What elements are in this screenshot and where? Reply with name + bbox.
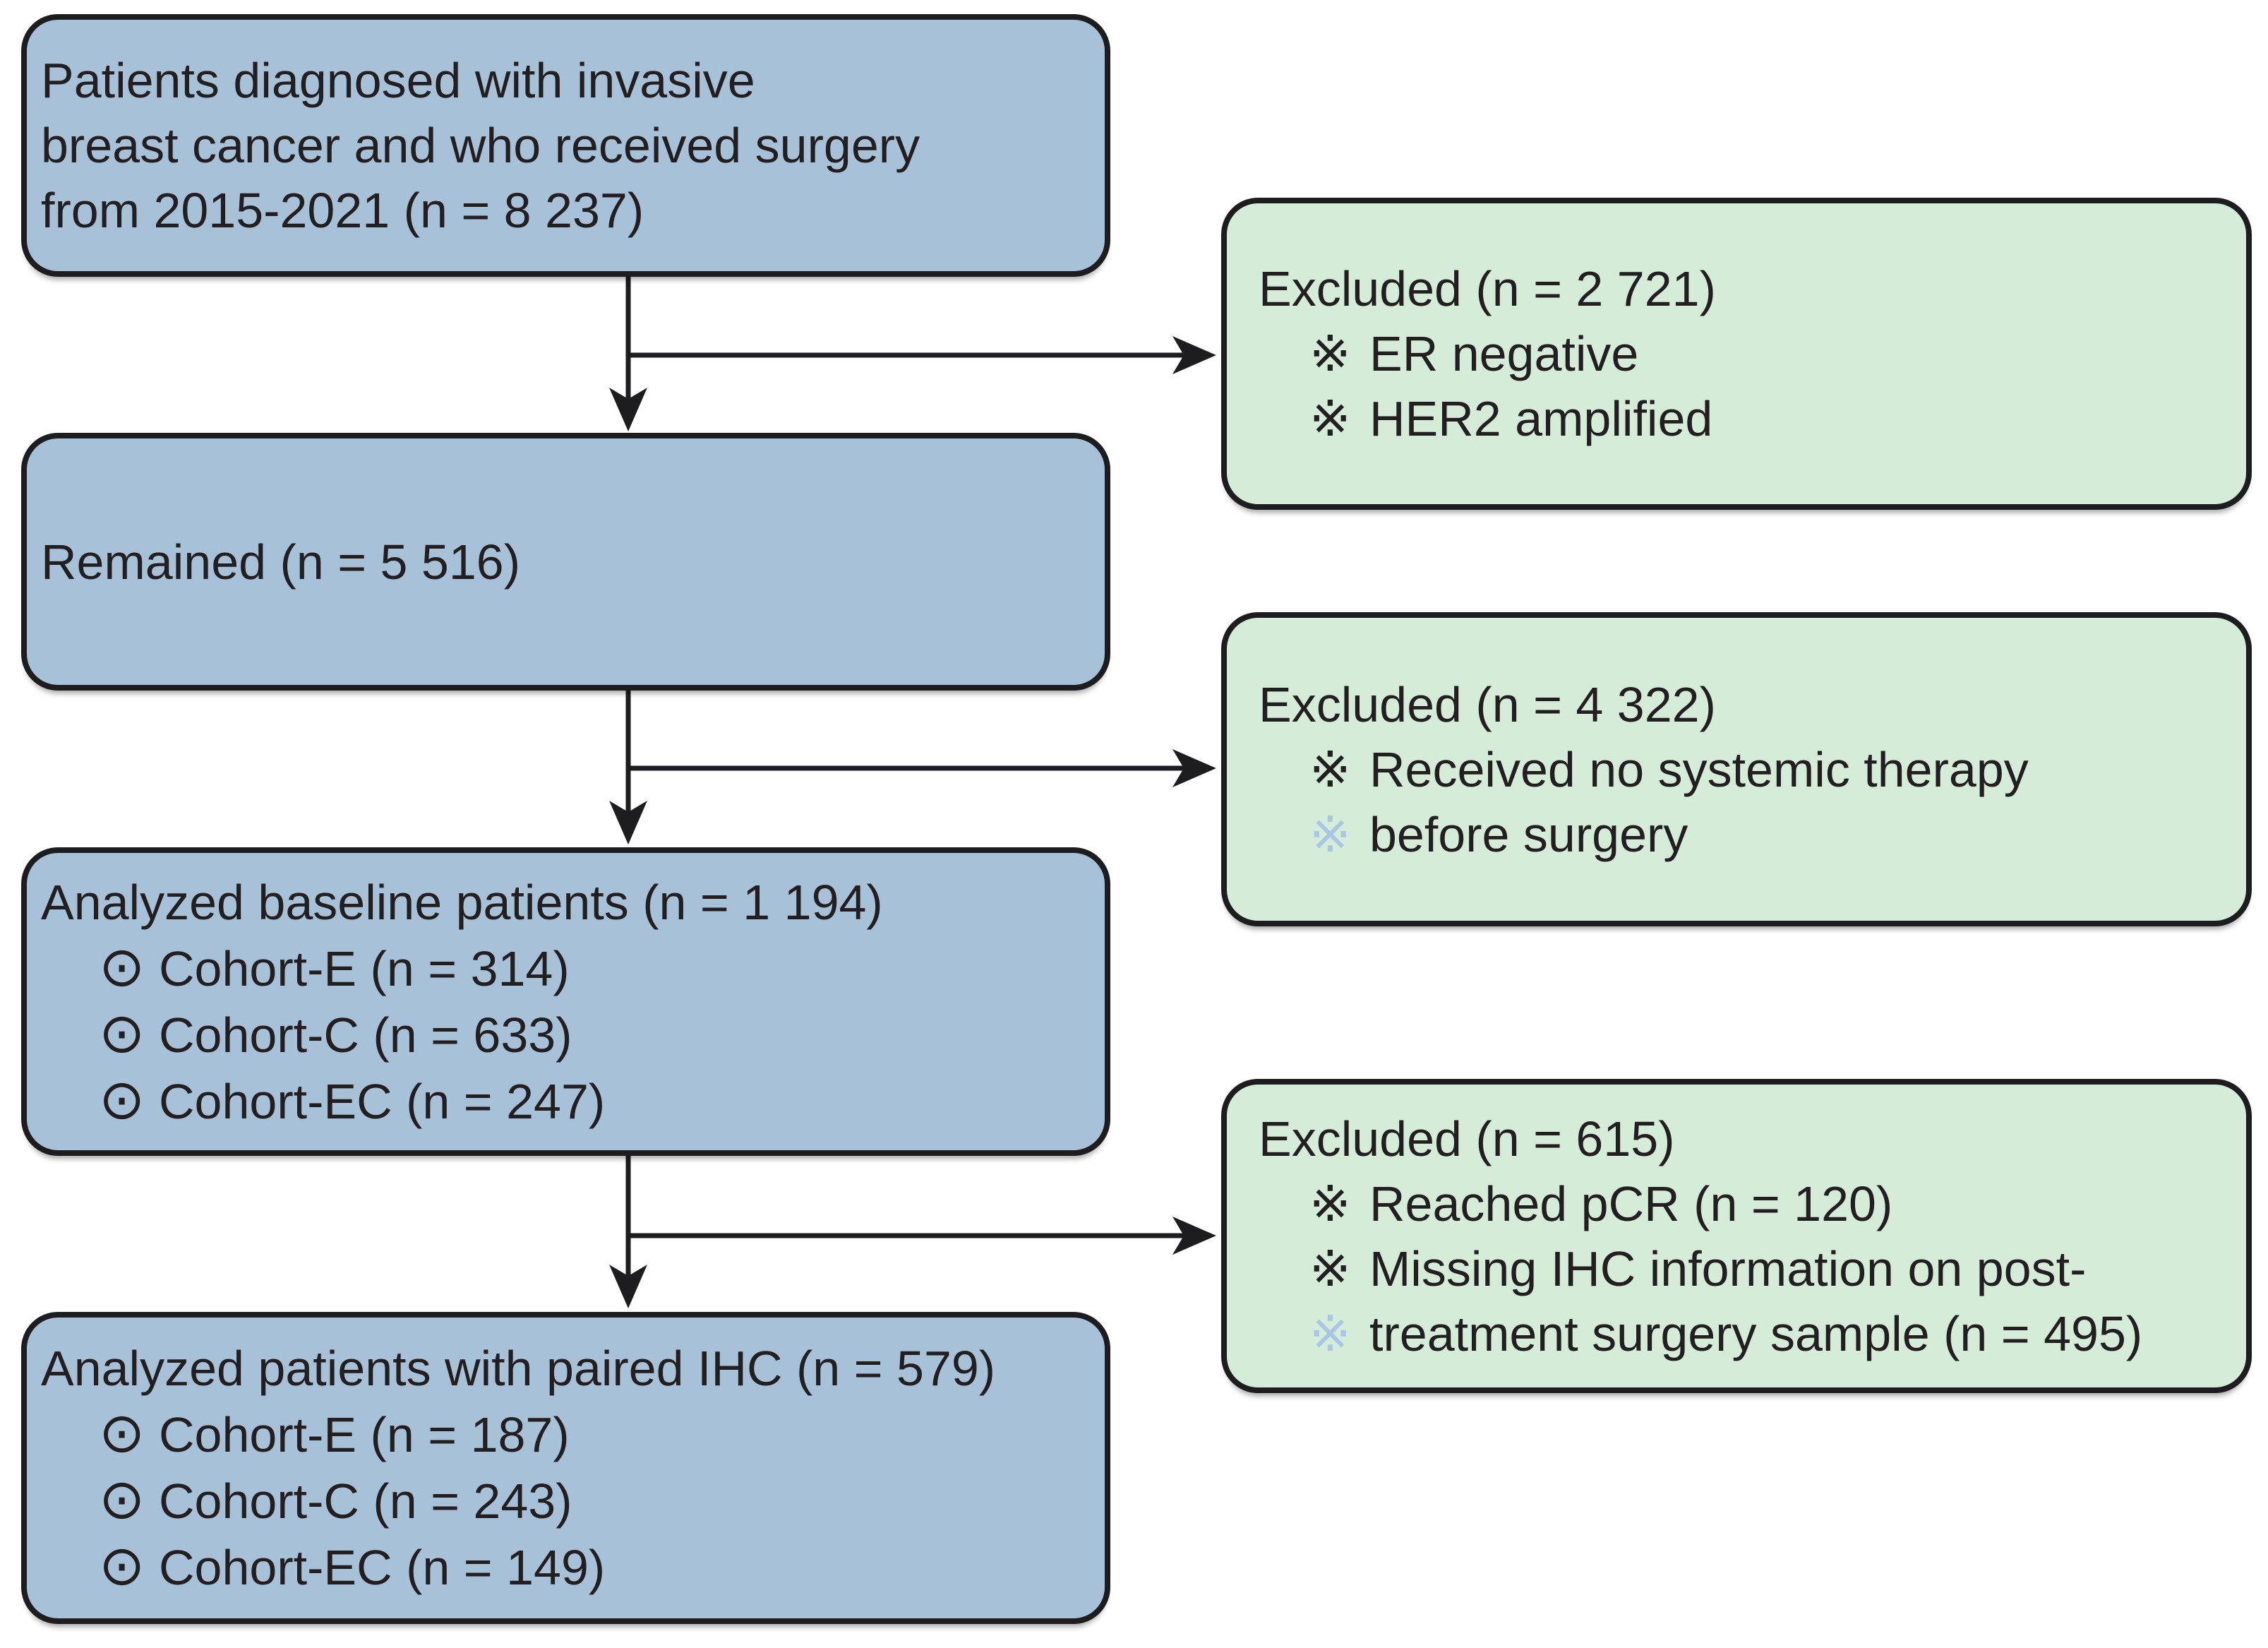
exclusion-item: ※ ER negative [1259,321,2246,386]
exclusion-item-label: before surgery [1369,806,1688,862]
flow-box-excluded-1: Excluded (n = 2 721) ※ ER negative ※ HER2 … [1221,198,2252,510]
reference-mark-icon: ※ [1309,1304,1351,1363]
cohort-item-label: Cohort-EC (n = 247) [159,1073,606,1129]
reference-mark-icon: ※ [1309,1239,1351,1298]
exclusion-item-label: ER negative [1369,326,1639,381]
box-heading: Analyzed baseline patients (n = 1 194) [41,874,883,930]
cohort-item-label: Cohort-E (n = 314) [159,941,570,996]
flow-box-excluded-3: Excluded (n = 615) ※ Reached pCR (n = 120… [1221,1079,2252,1393]
arrow-right-3 [628,1217,1216,1255]
cohort-item: ⊙ Cohort-E (n = 314) [41,935,1105,1001]
reference-mark-icon: ※ [1309,1174,1351,1233]
circled-dot-icon: ⊙ [99,1068,145,1132]
circled-dot-icon: ⊙ [99,1534,145,1598]
cohort-item: ⊙ Cohort-C (n = 243) [41,1467,1105,1534]
reference-mark-icon: ※ [1309,805,1351,864]
exclusion-item: ※ before surgery [1259,802,2246,867]
cohort-item: ⊙ Cohort-EC (n = 149) [41,1534,1105,1600]
flow-box-analyzed-paired: Analyzed patients with paired IHC (n = 5… [21,1312,1110,1624]
box-text-line: from 2015-2021 (n = 8 237) [41,183,644,238]
cohort-item: ⊙Cohort-C (n = 633) [41,1001,1105,1068]
flow-box-eligible: Patients diagnosed with invasive breast … [21,14,1110,277]
exclusion-item: ※ Missing IHC information on post- [1259,1236,2246,1301]
box-text-line: Remained (n = 5 516) [41,534,521,590]
exclusion-item-label: treatment surgery sample (n = 495) [1369,1306,2143,1361]
cohort-item-label: Cohort-C (n = 243) [159,1474,572,1529]
exclusion-item: ※ treatment surgery sample (n = 495) [1259,1301,2246,1366]
arrow-down-3 [609,1156,647,1308]
cohort-item: ⊙Cohort-EC (n = 247) [41,1068,1105,1134]
circled-dot-icon: ⊙ [99,1001,145,1065]
exclusion-item: ※ Reached pCR (n = 120) [1259,1171,2246,1236]
circled-dot-icon: ⊙ [99,935,145,999]
box-heading: Excluded (n = 615) [1259,1111,1675,1166]
box-text-line: Patients diagnosed with invasive [41,53,755,108]
cohort-item: ⊙ Cohort-E (n = 187) [41,1401,1105,1467]
box-text-line: breast cancer and who received surgery [41,118,920,173]
reference-mark-icon: ※ [1309,325,1351,383]
arrow-right-1 [628,336,1216,374]
flow-box-remained: Remained (n = 5 516) [21,433,1110,691]
circled-dot-icon: ⊙ [99,1468,145,1531]
exclusion-item: ※ HER2 amplified [1259,386,2246,451]
exclusion-item-label: Received no systemic therapy [1369,741,2029,797]
reference-mark-icon: ※ [1309,740,1351,799]
cohort-item-label: Cohort-EC (n = 149) [159,1540,606,1595]
exclusion-item: ※ Received no systemic therapy [1259,737,2246,802]
arrow-right-2 [628,749,1216,787]
flow-box-analyzed-baseline: Analyzed baseline patients (n = 1 194) ⊙… [21,847,1110,1156]
box-heading: Excluded (n = 4 322) [1259,676,1716,732]
circled-dot-icon: ⊙ [99,1402,145,1465]
arrow-down-1 [609,277,647,431]
arrow-down-2 [609,691,647,844]
exclusion-item-label: Reached pCR (n = 120) [1369,1176,1893,1231]
exclusion-item-label: Missing IHC information on post- [1369,1241,2087,1296]
box-heading: Excluded (n = 2 721) [1259,261,1716,316]
cohort-item-label: Cohort-C (n = 633) [159,1007,572,1063]
cohort-item-label: Cohort-E (n = 187) [159,1407,570,1462]
reference-mark-icon: ※ [1309,390,1351,448]
flow-box-excluded-2: Excluded (n = 4 322) ※ Received no system… [1221,612,2252,926]
box-heading: Analyzed patients with paired IHC (n = 5… [41,1341,996,1396]
exclusion-item-label: HER2 amplified [1369,391,1713,446]
